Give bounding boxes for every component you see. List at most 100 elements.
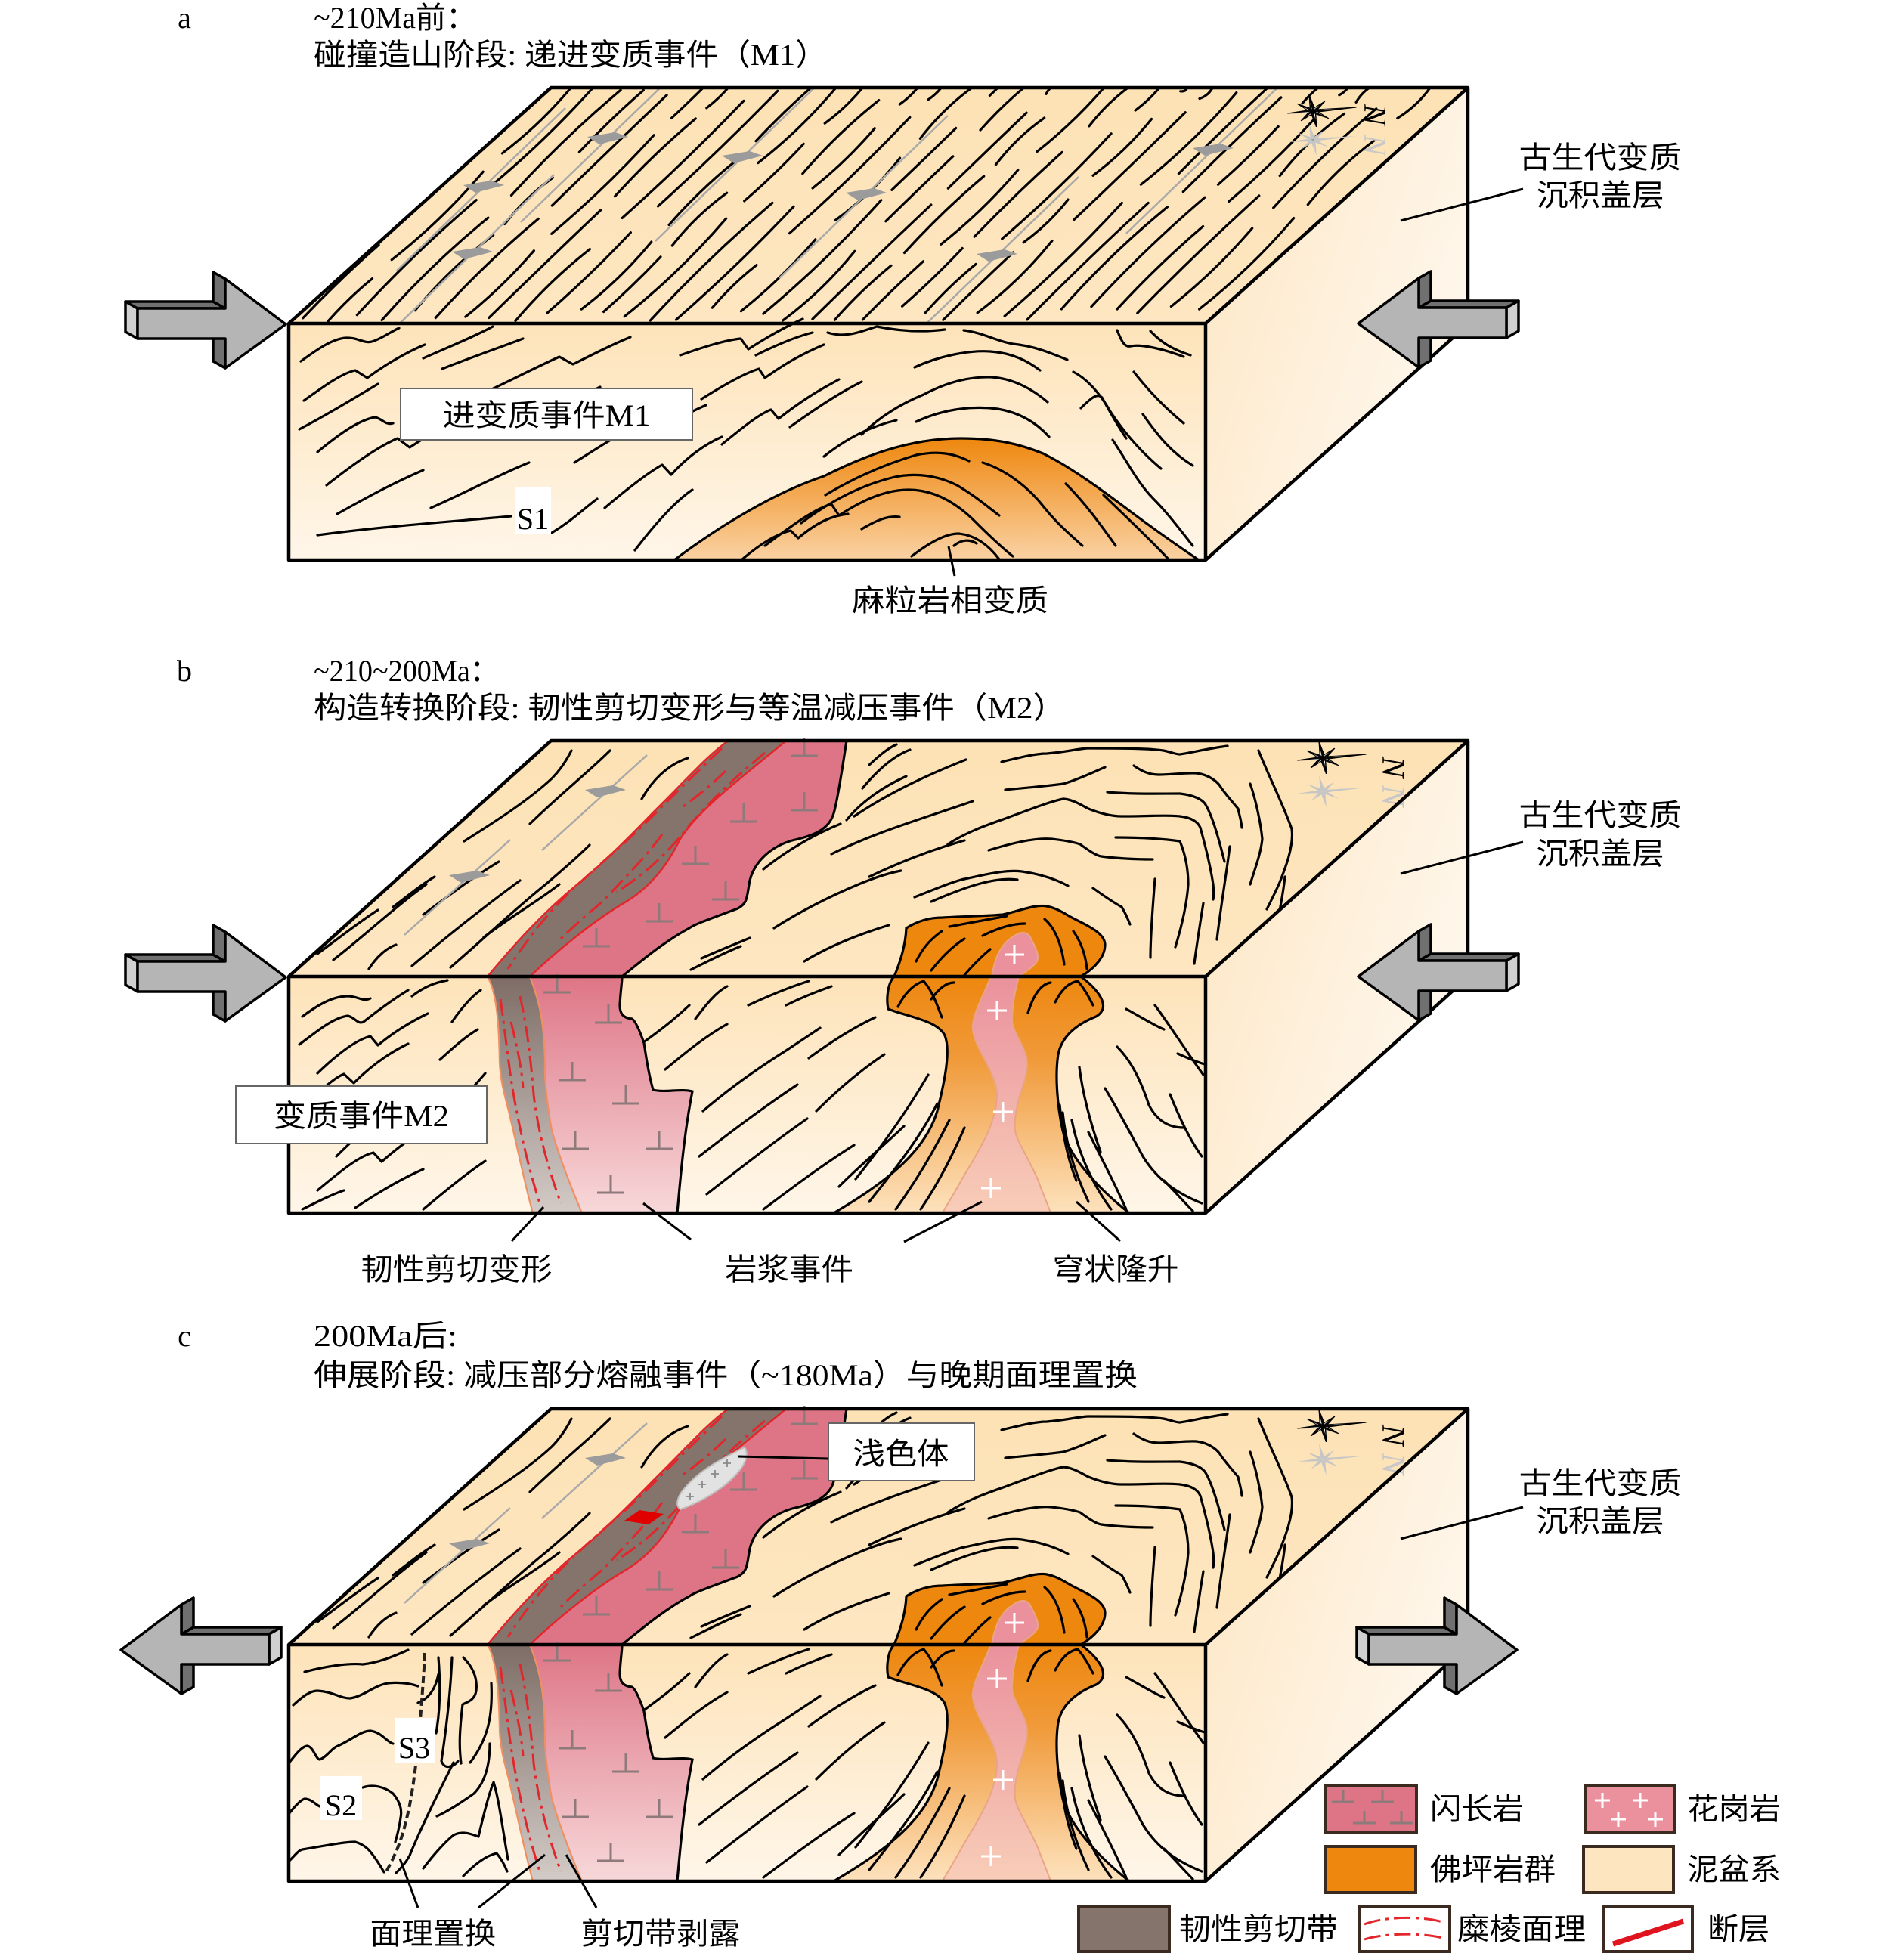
block-diagram-b: NN (286, 738, 1470, 1215)
diorite-symbol (562, 1799, 589, 1818)
foliation-line (830, 800, 974, 856)
compression-arrow-right-icon (124, 924, 287, 1023)
foliation-label-s3: S3 (398, 1731, 430, 1765)
annotations-a: 进变质事件M1 S1 麻粒岩相变质 古生代变质 沉积盖层 (400, 141, 1682, 617)
panel-title-stage: 伸展阶段: 减压部分熔融事件（~180Ma）与晚期面理置换 (314, 1358, 1138, 1392)
foliation-line (754, 331, 814, 357)
foliation-line (822, 419, 898, 458)
foliation-line (918, 88, 977, 140)
arrow-head-side (1417, 923, 1432, 962)
foliation-line (1000, 1413, 1229, 1431)
foliation-line (429, 461, 531, 509)
foliation-line (913, 869, 1070, 899)
foliation-line (1060, 206, 1169, 311)
foliation-line (803, 924, 890, 963)
diorite-symbol (612, 1085, 639, 1105)
foliation-line (1177, 88, 1272, 175)
foliation-line (1257, 1417, 1294, 1579)
foliation-line (1132, 370, 1185, 425)
devonian-swatch (1582, 1845, 1675, 1894)
foliation-line (1153, 1004, 1205, 1076)
diorite-front (530, 976, 692, 1213)
foliation-line (837, 1125, 906, 1188)
foliation-line (772, 869, 902, 930)
legend-item-mylonitic-foliation: 糜棱面理 (1358, 1905, 1586, 1953)
foliation-line (1087, 1131, 1128, 1211)
right-face (1206, 88, 1468, 560)
foliation-line (1198, 88, 1215, 101)
compass-north-label: N (1357, 104, 1392, 127)
compass-ray (1312, 110, 1330, 119)
diorite-boundary (618, 976, 694, 1214)
mylonitic-foliation (680, 1438, 727, 1478)
foliation-line (463, 749, 573, 843)
lineation-marker (463, 181, 504, 193)
foliation-line (641, 1672, 691, 1713)
foliation-line (785, 1653, 833, 1675)
foliation-line (546, 231, 632, 314)
panel-a: a ~210Ma前： 碰撞造山阶段: 递进变质事件（M1） NN 进变质事件M1… (178, 1, 1681, 617)
diorite-symbol (791, 1460, 818, 1480)
foliation-line (1132, 1432, 1243, 1497)
s3-transposition-line (384, 1652, 426, 1874)
dome-foliation-line (981, 922, 1026, 937)
foliation-line (757, 88, 837, 165)
event-label: 变质事件M2 (274, 1099, 449, 1133)
lineation-marker (1193, 144, 1234, 156)
foliation-line (1001, 132, 1113, 240)
foliation-line (1091, 117, 1153, 177)
lineation-marker (846, 188, 887, 200)
compass-ray (1313, 140, 1329, 147)
foliation-line (901, 246, 964, 308)
foliation-line (922, 376, 1049, 404)
foliation-line (577, 88, 645, 153)
dome-top (892, 904, 1107, 978)
foliation-line (700, 1605, 751, 1628)
extension-arrow-right-icon (1355, 1596, 1519, 1695)
foliation-line (1091, 887, 1132, 926)
foliation-line (1179, 88, 1189, 93)
diorite-symbol (559, 1730, 586, 1750)
dome-foliation-line (1054, 1648, 1094, 1675)
event-label: 进变质事件M1 (443, 398, 651, 432)
foliation-line (1125, 1676, 1166, 1699)
granite-swatch (1584, 1784, 1676, 1834)
arrow-front (119, 1603, 271, 1695)
granite-symbol (987, 1669, 1007, 1688)
panel-title-stage: 构造转换阶段: 韧性剪切变形与等温减压事件（M2） (314, 691, 1066, 725)
foliation-line (390, 170, 485, 262)
foliation-line (694, 985, 729, 1020)
panel-c: c 200Ma后: 伸展阶段: 减压部分熔融事件（~180Ma）与晚期面理置换 … (178, 1319, 1681, 1951)
compass-ray (1307, 784, 1323, 791)
foliation-line (1176, 1720, 1206, 1734)
foliation-line (316, 416, 395, 453)
diorite-symbol (730, 803, 757, 823)
diorite-symbol (583, 1596, 610, 1616)
dome-foliation-line (915, 930, 943, 963)
shear-zone-top (488, 741, 786, 976)
foliation-line (458, 1656, 478, 1765)
panel-title-age: ~210Ma前： (314, 1, 476, 35)
foliation-line (1134, 88, 1163, 112)
foliation-line (930, 877, 1019, 903)
foliation-line (435, 1742, 491, 1818)
foliation-line (422, 1528, 500, 1584)
foliation-line (1198, 217, 1296, 311)
foliation-line (1026, 201, 1150, 321)
foliation-line (705, 88, 732, 110)
dome-foliation-line (930, 1649, 955, 1669)
foliation-line (1301, 88, 1324, 105)
foliation-line (1079, 394, 1128, 440)
front-foliation (298, 317, 1194, 552)
foliation-line (1104, 1755, 1203, 1873)
diorite-symbol (597, 1843, 624, 1862)
diorite-top (530, 741, 847, 976)
foliation-line (336, 469, 425, 515)
leucosome-symbol (711, 1470, 719, 1478)
shear-zone-boundary (529, 740, 787, 977)
foliation-line (1193, 902, 1205, 965)
foliation-line (489, 88, 595, 187)
compass-ray (1319, 775, 1324, 791)
foliation-line (1116, 329, 1185, 358)
